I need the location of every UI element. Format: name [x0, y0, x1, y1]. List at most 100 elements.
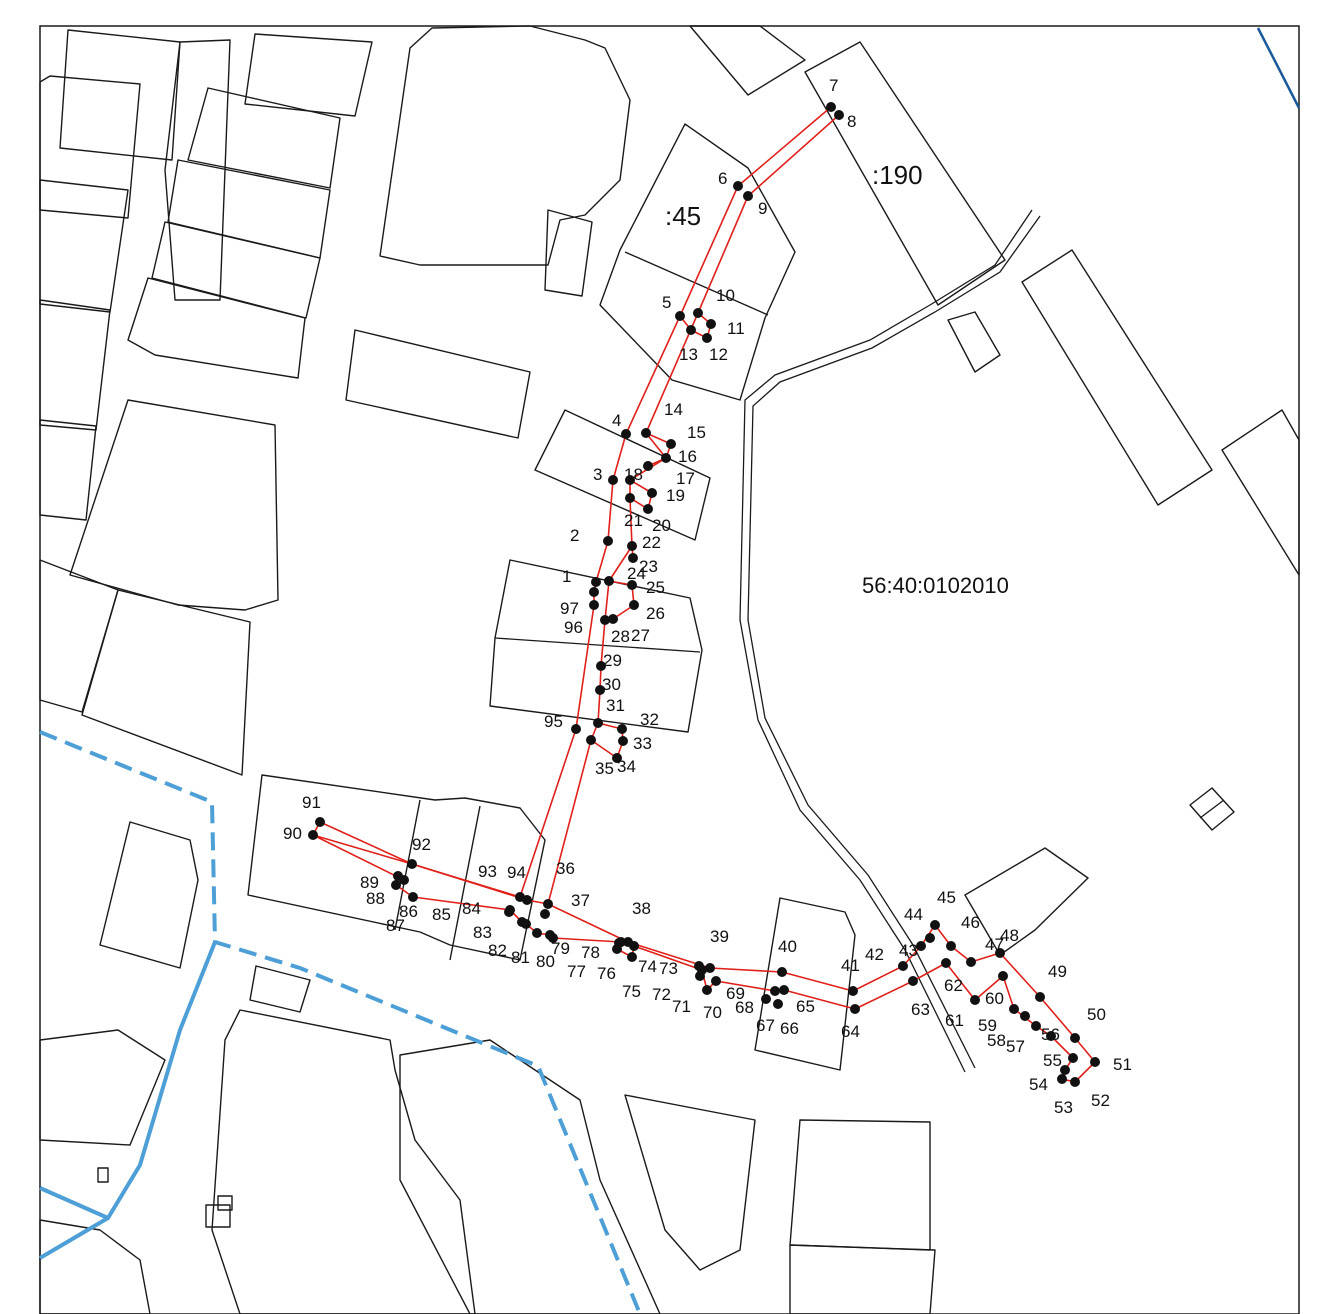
survey-point	[505, 905, 515, 915]
parcel	[345, 329, 531, 439]
parcel	[39, 75, 141, 219]
survey-point-label: 8	[847, 112, 856, 131]
survey-point-label: 67	[756, 1016, 775, 1035]
survey-point	[743, 191, 753, 201]
survey-point	[661, 453, 671, 463]
survey-point-label: 84	[462, 899, 481, 918]
parcel	[97, 1167, 109, 1183]
survey-point-label: 92	[412, 835, 431, 854]
survey-point-label: 31	[606, 696, 625, 715]
survey-point	[540, 909, 550, 919]
survey-point-label: 61	[945, 1011, 964, 1030]
survey-point	[629, 941, 639, 951]
survey-point-label: 23	[639, 557, 658, 576]
survey-point-label: 27	[631, 626, 650, 645]
survey-point	[733, 181, 743, 191]
survey-point-label: 59	[978, 1016, 997, 1035]
survey-point-label: 72	[652, 985, 671, 1004]
survey-point	[545, 930, 555, 940]
survey-point	[608, 614, 618, 624]
survey-point	[706, 319, 716, 329]
survey-point	[693, 308, 703, 318]
survey-point-label: 45	[937, 888, 956, 907]
survey-point-label: 66	[780, 1019, 799, 1038]
survey-point	[589, 600, 599, 610]
parcel-divider	[449, 805, 481, 961]
survey-point	[643, 461, 653, 471]
parcel-label-45: :45	[665, 201, 701, 231]
parcel-divider	[624, 251, 769, 316]
survey-point	[666, 439, 676, 449]
road	[739, 209, 1041, 1073]
survey-point-label: 48	[1000, 926, 1019, 945]
survey-point	[705, 963, 715, 973]
survey-point	[777, 967, 787, 977]
survey-point-label: 37	[571, 891, 590, 910]
parcel	[689, 25, 806, 96]
survey-point-label: 3	[593, 465, 602, 484]
survey-points: 1234567891011121314151617181920212223242…	[283, 76, 1132, 1117]
survey-point-label: 81	[511, 948, 530, 967]
survey-point	[1009, 1004, 1019, 1014]
survey-point	[1070, 1077, 1080, 1087]
survey-point-label: 95	[544, 712, 563, 731]
parcel	[789, 1244, 936, 1314]
parcel	[244, 33, 373, 117]
survey-point-label: 20	[652, 516, 671, 535]
survey-point-label: 88	[366, 889, 385, 908]
survey-point-label: 34	[617, 757, 636, 776]
survey-point-label: 79	[551, 939, 570, 958]
survey-point-label: 53	[1054, 1098, 1073, 1117]
survey-point-label: 75	[622, 982, 641, 1001]
survey-point-label: 19	[666, 486, 685, 505]
survey-point-label: 60	[985, 989, 1004, 1008]
survey-point	[625, 475, 635, 485]
survey-point-label: 32	[640, 710, 659, 729]
survey-point	[608, 475, 618, 485]
route-segment	[312, 821, 1096, 1083]
survey-point	[1060, 1065, 1070, 1075]
route-segment	[312, 106, 832, 898]
parcel	[39, 1029, 166, 1146]
route-segment	[547, 114, 840, 905]
parcel	[99, 821, 199, 969]
border-solid	[38, 941, 217, 1260]
survey-point	[586, 735, 596, 745]
survey-point-label: 54	[1029, 1075, 1048, 1094]
survey-point	[617, 724, 627, 734]
survey-point	[675, 311, 685, 321]
parcel-outlines	[39, 25, 1300, 1314]
survey-point-label: 11	[727, 319, 745, 338]
survey-point	[925, 933, 935, 943]
survey-point	[1057, 1074, 1067, 1084]
survey-point-label: 80	[536, 952, 555, 971]
survey-point	[315, 817, 325, 827]
parcel	[164, 39, 231, 301]
survey-point	[946, 941, 956, 951]
parcel	[599, 123, 796, 401]
survey-point-label: 70	[703, 1003, 722, 1022]
parcel	[151, 221, 321, 319]
survey-point	[627, 952, 637, 962]
survey-point	[571, 724, 581, 734]
survey-point-label: 62	[944, 976, 963, 995]
survey-point	[686, 325, 696, 335]
survey-point-label: 97	[560, 599, 579, 618]
parcel	[39, 419, 97, 521]
survey-point	[941, 958, 951, 968]
survey-point	[1020, 1011, 1030, 1021]
survey-point	[600, 615, 610, 625]
survey-point-label: 73	[659, 959, 678, 978]
survey-point	[702, 333, 712, 343]
survey-point-label: 2	[570, 526, 579, 545]
parcel	[804, 41, 1006, 306]
parcel	[39, 179, 129, 313]
survey-point-label: 21	[624, 511, 643, 530]
survey-point-label: 69	[726, 984, 745, 1003]
survey-point-label: 40	[778, 937, 797, 956]
survey-point	[998, 971, 1008, 981]
survey-point	[407, 859, 417, 869]
parcel	[211, 1009, 476, 1314]
survey-point	[643, 504, 653, 514]
survey-point	[612, 753, 622, 763]
